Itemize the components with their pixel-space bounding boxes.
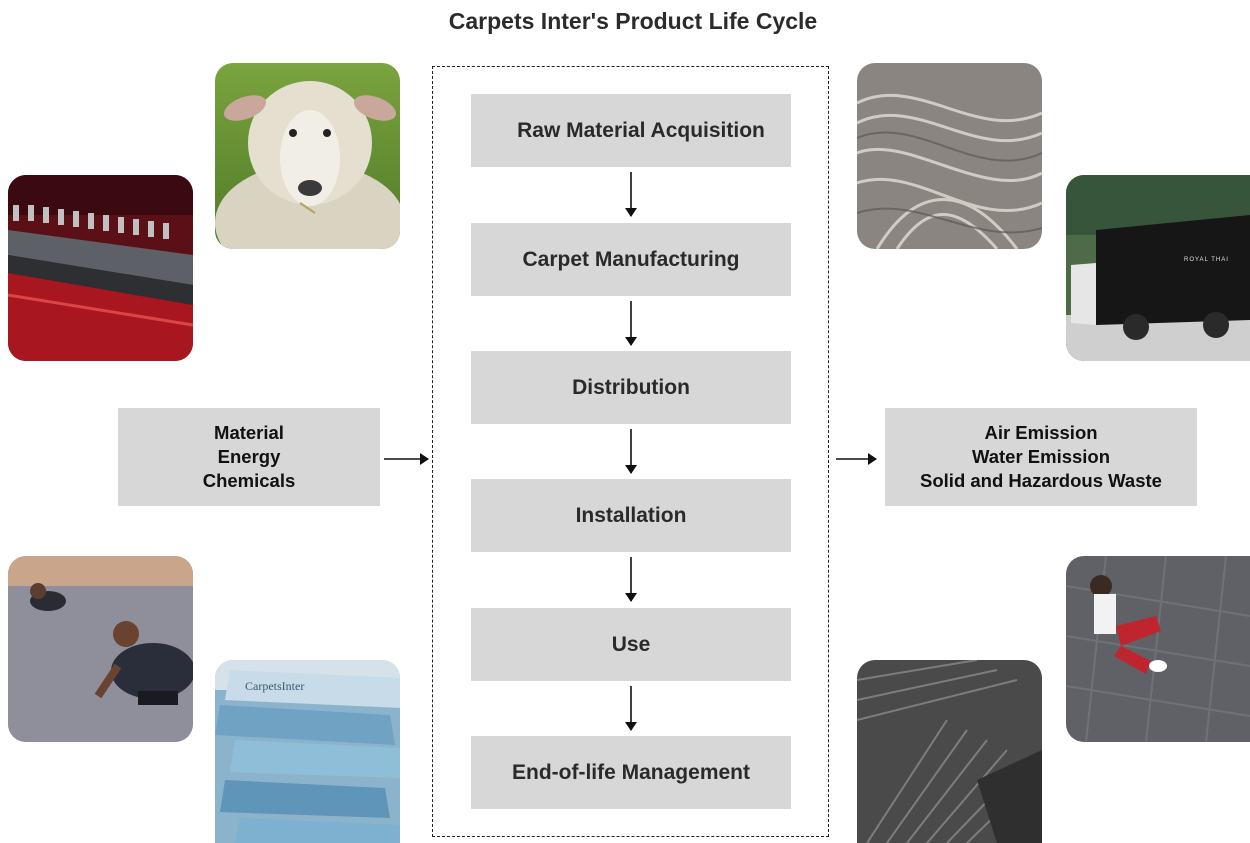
down-arrow-icon — [625, 686, 637, 731]
step-carpet-manufacturing: Carpet Manufacturing — [471, 223, 791, 296]
person-on-carpet-photo — [1066, 556, 1250, 742]
truck-label: ROYAL THAI — [1184, 257, 1229, 263]
step-end-of-life: End-of-life Management — [471, 736, 791, 809]
step-label: Distribution — [572, 375, 690, 399]
down-arrow-icon — [625, 301, 637, 346]
step-label: Use — [611, 632, 651, 656]
carton-label: CarpetsInter — [245, 679, 304, 693]
lifecycle-boundary — [432, 66, 829, 837]
carpet-tile-boxes-photo: CarpetsInter — [215, 660, 400, 843]
installers-photo — [8, 556, 193, 742]
step-installation: Installation — [471, 479, 791, 552]
right-arrow-icon — [384, 453, 429, 465]
step-label: Installation — [575, 503, 687, 527]
step-raw-material: Raw Material Acquisition — [471, 94, 791, 167]
step-label: End-of-life Management — [511, 760, 750, 784]
down-arrow-icon — [625, 557, 637, 602]
sheep-photo — [215, 63, 400, 249]
outputs-box: Air Emission Water Emission Solid and Ha… — [885, 408, 1197, 506]
input-material: Material — [214, 422, 284, 443]
tufting-machine-photo — [8, 175, 193, 361]
inputs-box: Material Energy Chemicals — [118, 408, 380, 506]
step-use: Use — [471, 608, 791, 681]
right-arrow-icon — [836, 453, 877, 465]
step-label: Raw Material Acquisition — [517, 118, 765, 142]
diagram-title: Carpets Inter's Product Life Cycle — [448, 8, 818, 34]
input-chemicals: Chemicals — [202, 470, 296, 491]
down-arrow-icon — [625, 429, 637, 474]
output-air-emission: Air Emission — [984, 422, 1098, 443]
yarn-photo — [857, 63, 1042, 249]
carpet-tiles-photo — [857, 660, 1042, 843]
delivery-truck-photo: ROYAL THAI — [1066, 175, 1250, 361]
output-water-emission: Water Emission — [971, 446, 1111, 467]
output-solid-waste: Solid and Hazardous Waste — [920, 470, 1162, 491]
down-arrow-icon — [625, 172, 637, 217]
step-label: Carpet Manufacturing — [522, 247, 740, 271]
input-energy: Energy — [217, 446, 281, 467]
step-distribution: Distribution — [471, 351, 791, 424]
